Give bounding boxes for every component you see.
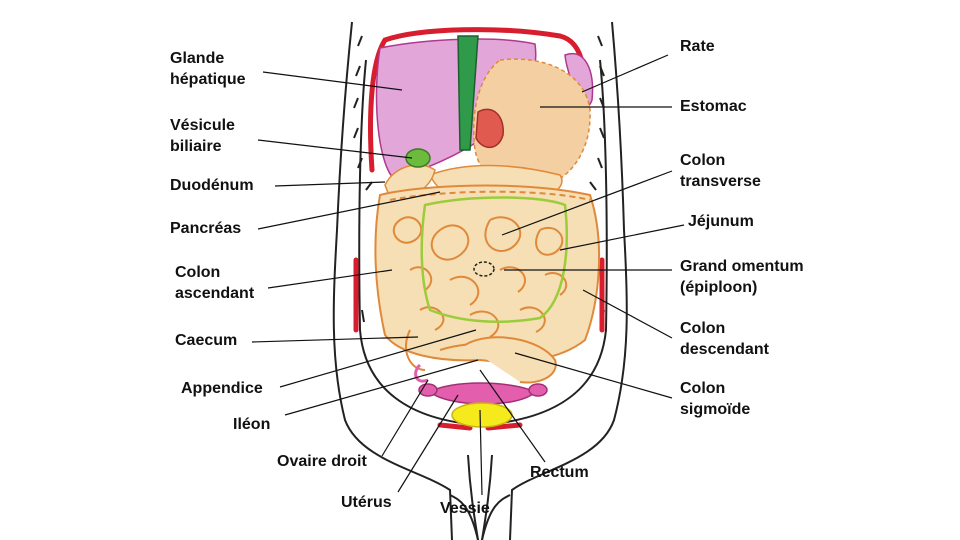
omentum-marker [473, 261, 495, 277]
left-ovary [528, 383, 548, 397]
pointer-lines [251, 54, 685, 496]
label-pancreas: Pancréas [170, 220, 242, 237]
label-rectum: Rectum [530, 464, 589, 481]
label-grand-omentum: Grand omentum(épiploon) [680, 258, 804, 296]
red-organ [475, 108, 504, 149]
label-caecum: Caecum [175, 332, 238, 349]
uterus [428, 382, 537, 405]
label-jejunum: Jéjunum [688, 213, 754, 230]
label-appendice: Appendice [181, 380, 263, 397]
appendix [414, 363, 429, 383]
gallbladder [405, 148, 431, 168]
label-estomac: Estomac [680, 98, 747, 115]
colon-transverse [389, 190, 591, 201]
label-rate: Rate [680, 38, 715, 55]
greater-omentum [420, 196, 568, 323]
intestine-loops [392, 216, 568, 371]
label-ileon: Iléon [233, 416, 271, 433]
label-uterus: Utérus [341, 494, 392, 511]
label-duodenum: Duodénum [170, 177, 254, 194]
label-vessie: Vessie [440, 500, 490, 517]
bladder [451, 402, 513, 428]
sigmoid-colon [464, 336, 557, 384]
label-ovaire-droit: Ovaire droit [277, 453, 367, 470]
esophagus [457, 35, 479, 151]
